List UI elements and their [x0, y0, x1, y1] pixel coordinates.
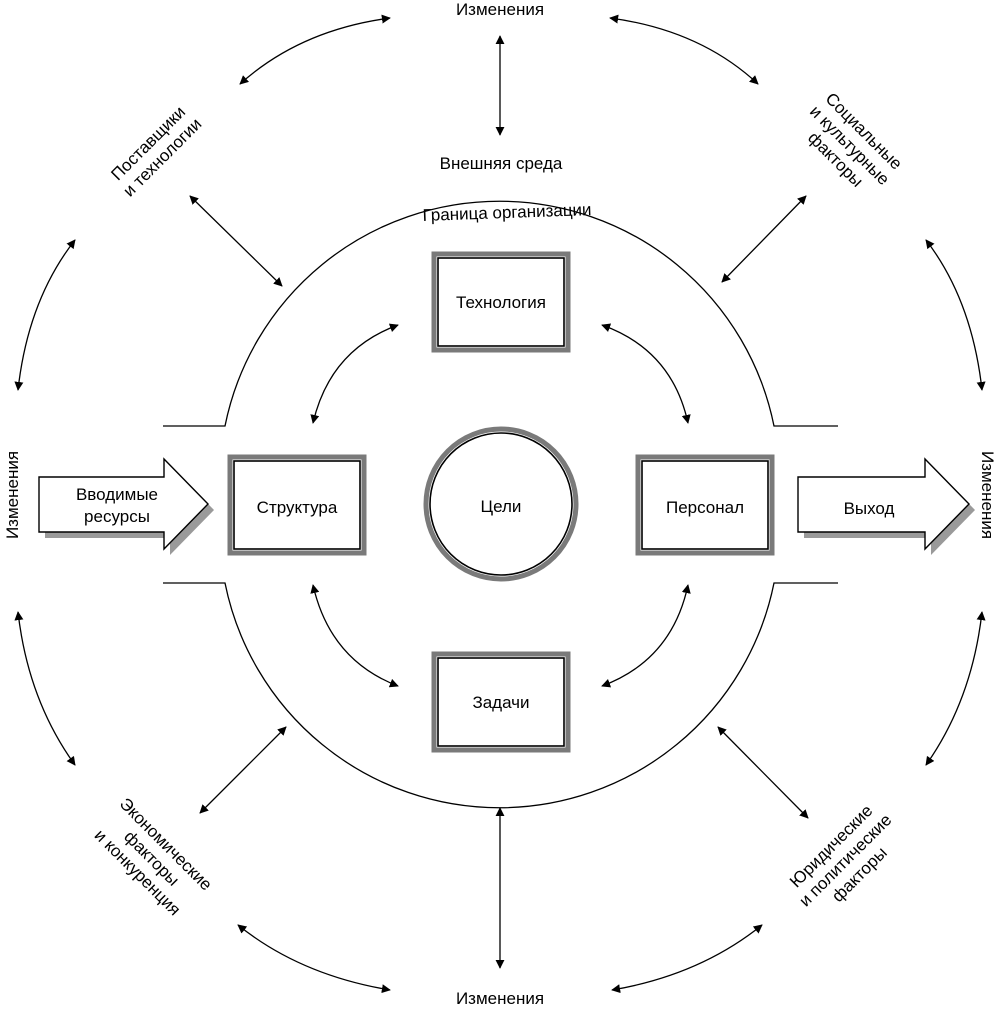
arrow-right-lower-arc: [925, 611, 986, 766]
arrow-bottom-left-arc: [237, 924, 391, 994]
arrow-personnel-tasks: [601, 584, 691, 688]
tasks-box: Задачи: [431, 651, 571, 753]
structure-label: Структура: [257, 498, 338, 517]
social-factor-label: Социальные и культурные факторы: [804, 89, 906, 191]
arrow-diag-top-right: [721, 195, 807, 283]
arrow-top-right-arc: [609, 14, 759, 85]
arrow-structure-tasks: [310, 584, 399, 688]
arrow-diag-bottom-left: [199, 726, 287, 814]
arrow-technology-personnel: [601, 323, 691, 424]
input-label-line1: Вводимые: [76, 485, 158, 504]
arrow-technology-structure: [310, 323, 399, 424]
boundary-label: Граница организации: [422, 200, 592, 225]
structure-box: Структура: [227, 454, 367, 556]
arrow-diag-bottom-right: [717, 726, 809, 819]
outer-change-arrows: [14, 14, 986, 994]
changes-left-label: Изменения: [3, 451, 22, 539]
arrow-left-upper-arc: [14, 239, 76, 391]
changes-right-label: Изменения: [978, 451, 997, 539]
goals-label: Цели: [481, 497, 522, 516]
arrow-diag-top-left: [189, 195, 283, 287]
arrow-right-upper-arc: [925, 239, 986, 391]
changes-top-label: Изменения: [456, 0, 544, 19]
legal-factor-label: Юридические и политические факторы: [786, 801, 895, 910]
output-arrow-shape: [797, 457, 970, 551]
changes-bottom-label: Изменения: [456, 989, 544, 1008]
inner-arrows: [310, 323, 691, 688]
boundary-lower-arc: [163, 582, 838, 809]
suppliers-factor-label: Поставщики и технологии: [107, 102, 205, 200]
personnel-box: Персонал: [635, 454, 775, 556]
tasks-label: Задачи: [472, 693, 529, 712]
arrow-bottom-right-arc: [611, 924, 763, 994]
external-environment-label: Внешняя среда: [440, 154, 563, 173]
boundary-upper-arc: [163, 200, 838, 427]
environment-arrows: [189, 35, 809, 969]
output-arrow: Выход: [797, 457, 975, 555]
economic-factor-label: Экономические факторы и конкуренция: [91, 794, 216, 919]
arrow-left-lower-arc: [14, 611, 76, 766]
output-label: Выход: [844, 499, 895, 518]
personnel-label: Персонал: [666, 498, 744, 517]
technology-label: Технология: [456, 293, 546, 312]
input-arrow-shape: [38, 457, 209, 551]
goals-circle: Цели: [423, 426, 579, 582]
input-label-line2: ресурсы: [84, 507, 150, 526]
input-arrow: Вводимые ресурсы: [38, 457, 214, 555]
organization-boundary: [163, 200, 838, 809]
arrow-top-left-arc: [239, 14, 391, 85]
technology-box: Технология: [431, 251, 571, 353]
